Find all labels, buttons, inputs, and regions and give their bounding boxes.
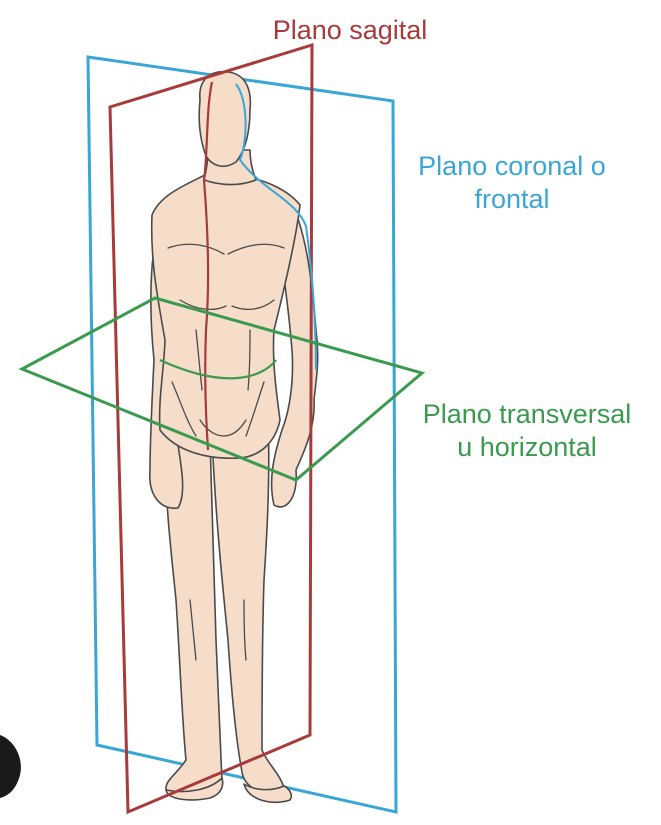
human-figure <box>150 72 318 803</box>
edge-mark <box>0 735 21 798</box>
coronal-label-line1: Plano coronal o <box>388 150 636 183</box>
transverse-label-line2: u horizontal <box>398 431 656 464</box>
transverse-plane-label: Plano transversal u horizontal <box>398 398 656 464</box>
transverse-label-line1: Plano transversal <box>398 398 656 431</box>
coronal-label-line2: frontal <box>388 183 636 216</box>
sagittal-label-text: Plano sagital <box>273 15 428 45</box>
coronal-plane-label: Plano coronal o frontal <box>388 150 636 216</box>
sagittal-plane-label: Plano sagital <box>250 14 450 47</box>
